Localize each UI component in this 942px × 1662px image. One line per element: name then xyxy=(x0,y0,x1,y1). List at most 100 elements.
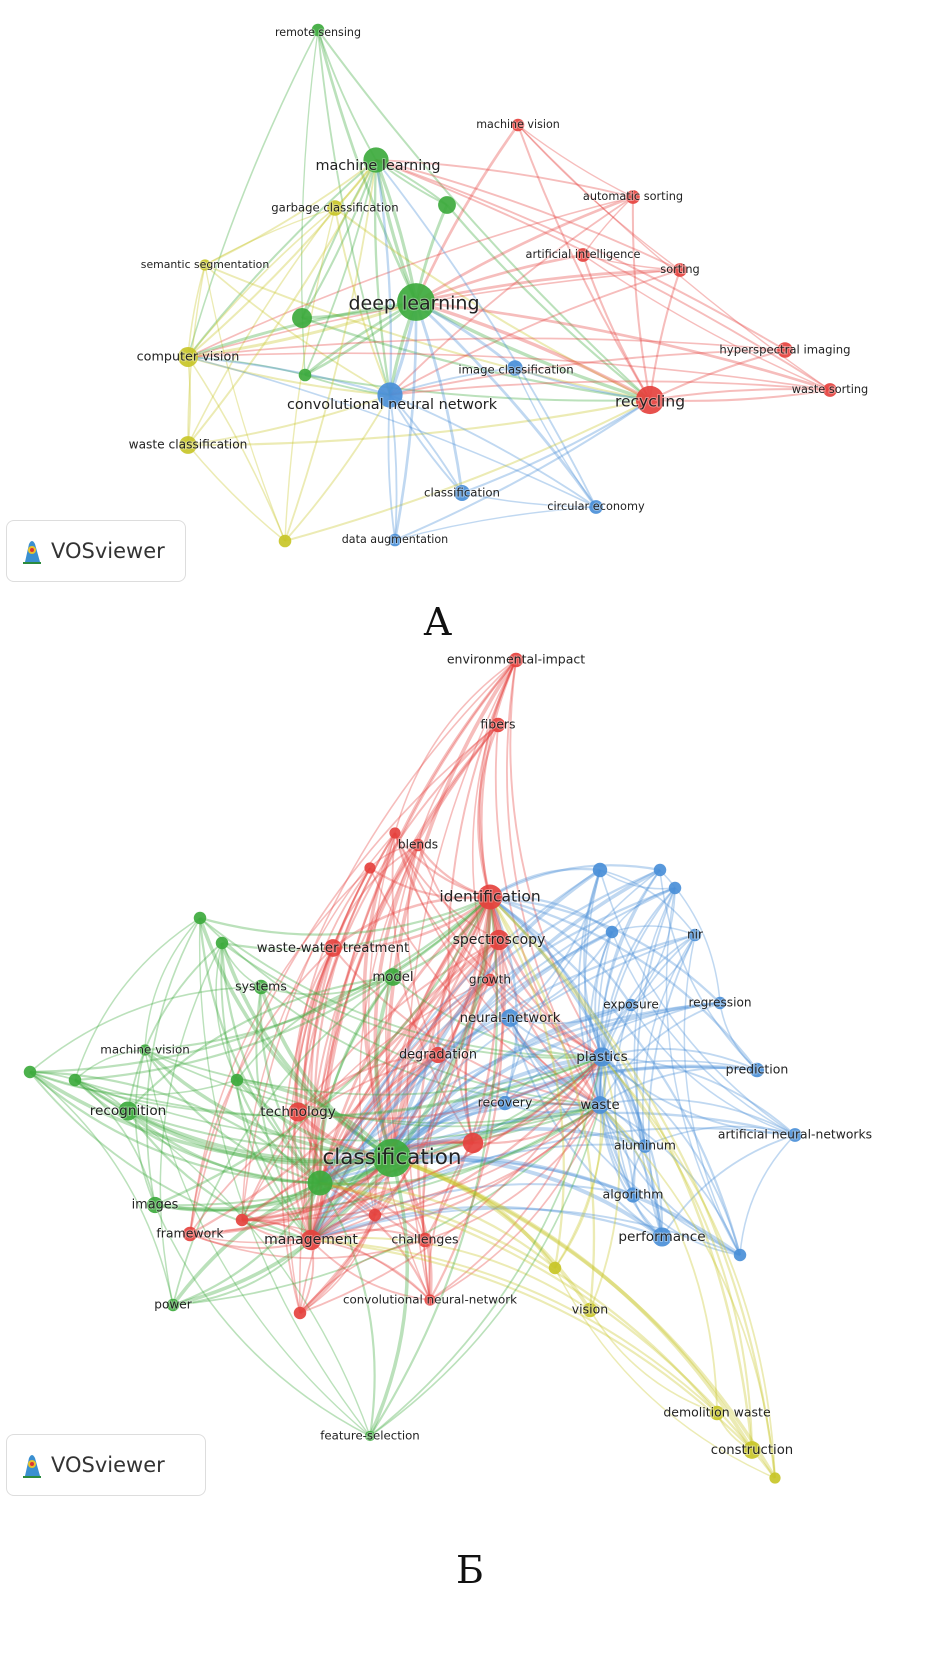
node-circular-economy[interactable] xyxy=(589,500,603,514)
node-plastics[interactable] xyxy=(592,1047,612,1067)
node-growth[interactable] xyxy=(483,973,497,987)
node-unlabeled[interactable] xyxy=(193,911,207,925)
node-recognition[interactable] xyxy=(118,1101,138,1121)
node-performance[interactable] xyxy=(652,1227,672,1247)
node-technology[interactable] xyxy=(288,1102,308,1122)
node-unlabeled[interactable] xyxy=(462,1132,484,1154)
node-waste[interactable] xyxy=(591,1096,609,1114)
node-unlabeled[interactable] xyxy=(438,196,456,214)
link-edge xyxy=(489,895,604,1058)
node-waste-water-treatment[interactable] xyxy=(324,939,342,957)
node-machine-vision[interactable] xyxy=(139,1044,151,1056)
node-deep-learning[interactable] xyxy=(397,283,435,321)
node-framework[interactable] xyxy=(182,1226,198,1242)
node-unlabeled[interactable] xyxy=(292,308,312,328)
node-blends[interactable] xyxy=(411,838,425,852)
link-edge xyxy=(599,1104,741,1256)
node-machine-vision[interactable] xyxy=(511,118,525,132)
link-edge xyxy=(390,1003,632,1160)
node-model[interactable] xyxy=(384,968,402,986)
node-semantic-segmentation[interactable] xyxy=(199,259,211,271)
node-unlabeled[interactable] xyxy=(592,862,608,878)
node-image-classification[interactable] xyxy=(507,360,523,376)
node-artificial-intelligence[interactable] xyxy=(576,248,590,262)
link-edge xyxy=(297,1111,376,1216)
node-unlabeled[interactable] xyxy=(548,1261,562,1275)
link-edge xyxy=(255,986,312,1241)
node-data-augmentation[interactable] xyxy=(388,533,402,547)
node-unlabeled[interactable] xyxy=(293,1306,307,1320)
node-label: demolition waste xyxy=(663,1405,771,1420)
link-edge xyxy=(582,254,681,271)
node-unlabeled[interactable] xyxy=(769,1472,781,1484)
node-classification[interactable] xyxy=(454,485,470,501)
node-unlabeled[interactable] xyxy=(668,881,682,895)
link-edge xyxy=(310,1239,431,1301)
node-demolition-waste[interactable] xyxy=(709,1405,725,1421)
node-challenges[interactable] xyxy=(417,1232,433,1248)
node-unlabeled[interactable] xyxy=(733,1248,747,1262)
node-unlabeled[interactable] xyxy=(605,925,619,939)
link-edge xyxy=(220,942,312,1241)
node-computer-vision[interactable] xyxy=(178,347,198,367)
node-algorithm[interactable] xyxy=(625,1187,641,1203)
node-unlabeled[interactable] xyxy=(653,863,667,877)
node-unlabeled[interactable] xyxy=(68,1073,82,1087)
node-environmental-impact[interactable] xyxy=(508,652,524,668)
node-automatic-sorting[interactable] xyxy=(626,190,640,204)
node-regression[interactable] xyxy=(713,996,727,1010)
node-feature-selection[interactable] xyxy=(364,1430,376,1442)
link-edge xyxy=(683,934,741,1256)
node-nir[interactable] xyxy=(688,928,702,942)
node-fibers[interactable] xyxy=(490,717,506,733)
node-unlabeled[interactable] xyxy=(389,827,401,839)
node-prediction[interactable] xyxy=(749,1062,765,1078)
link-edge xyxy=(154,1204,371,1437)
node-vision[interactable] xyxy=(582,1302,598,1318)
link-edge xyxy=(599,869,676,890)
node-unlabeled[interactable] xyxy=(278,534,292,548)
node-label: model xyxy=(372,970,413,985)
link-edge xyxy=(220,942,393,1160)
node-convolutional-neural-network[interactable] xyxy=(424,1294,436,1306)
link-edge xyxy=(319,1181,426,1241)
node-images[interactable] xyxy=(146,1196,164,1214)
node-waste-sorting[interactable] xyxy=(823,383,837,397)
node-construction[interactable] xyxy=(743,1441,761,1459)
link-edge xyxy=(187,355,391,396)
link-edge xyxy=(303,832,396,1241)
node-unlabeled[interactable] xyxy=(215,936,229,950)
node-neural-network[interactable] xyxy=(501,1009,519,1027)
node-unlabeled[interactable] xyxy=(230,1073,244,1087)
node-power[interactable] xyxy=(166,1298,180,1312)
node-exposure[interactable] xyxy=(624,998,638,1012)
link-edge xyxy=(127,1110,312,1242)
node-label: hyperspectral imaging xyxy=(719,343,850,357)
node-artificial-neural-networks[interactable] xyxy=(788,1128,802,1142)
link-edge xyxy=(601,1002,721,1058)
node-unlabeled[interactable] xyxy=(298,368,312,382)
node-sorting[interactable] xyxy=(673,263,687,277)
node-waste-classification[interactable] xyxy=(179,436,197,454)
node-spectroscopy[interactable] xyxy=(488,929,510,951)
node-classification[interactable] xyxy=(372,1138,412,1178)
node-degradation[interactable] xyxy=(429,1046,447,1064)
node-unlabeled[interactable] xyxy=(23,1065,37,1079)
node-unlabeled[interactable] xyxy=(307,1170,333,1196)
node-recycling[interactable] xyxy=(635,385,665,415)
node-garbage-classification[interactable] xyxy=(327,200,343,216)
node-remote-sensing[interactable] xyxy=(311,23,325,37)
node-identification[interactable] xyxy=(477,884,503,910)
node-management[interactable] xyxy=(300,1229,322,1251)
link-edge xyxy=(611,887,676,933)
link-edge xyxy=(488,896,603,1059)
node-systems[interactable] xyxy=(253,979,269,995)
node-aluminum[interactable] xyxy=(638,1139,652,1153)
node-unlabeled[interactable] xyxy=(368,1208,382,1222)
node-unlabeled[interactable] xyxy=(235,1213,249,1227)
node-machine-learning[interactable] xyxy=(363,147,389,173)
node-convolutional-neural-network[interactable] xyxy=(377,382,403,408)
node-recovery[interactable] xyxy=(497,1095,513,1111)
node-hyperspectral-imaging[interactable] xyxy=(777,342,793,358)
node-unlabeled[interactable] xyxy=(364,862,376,874)
